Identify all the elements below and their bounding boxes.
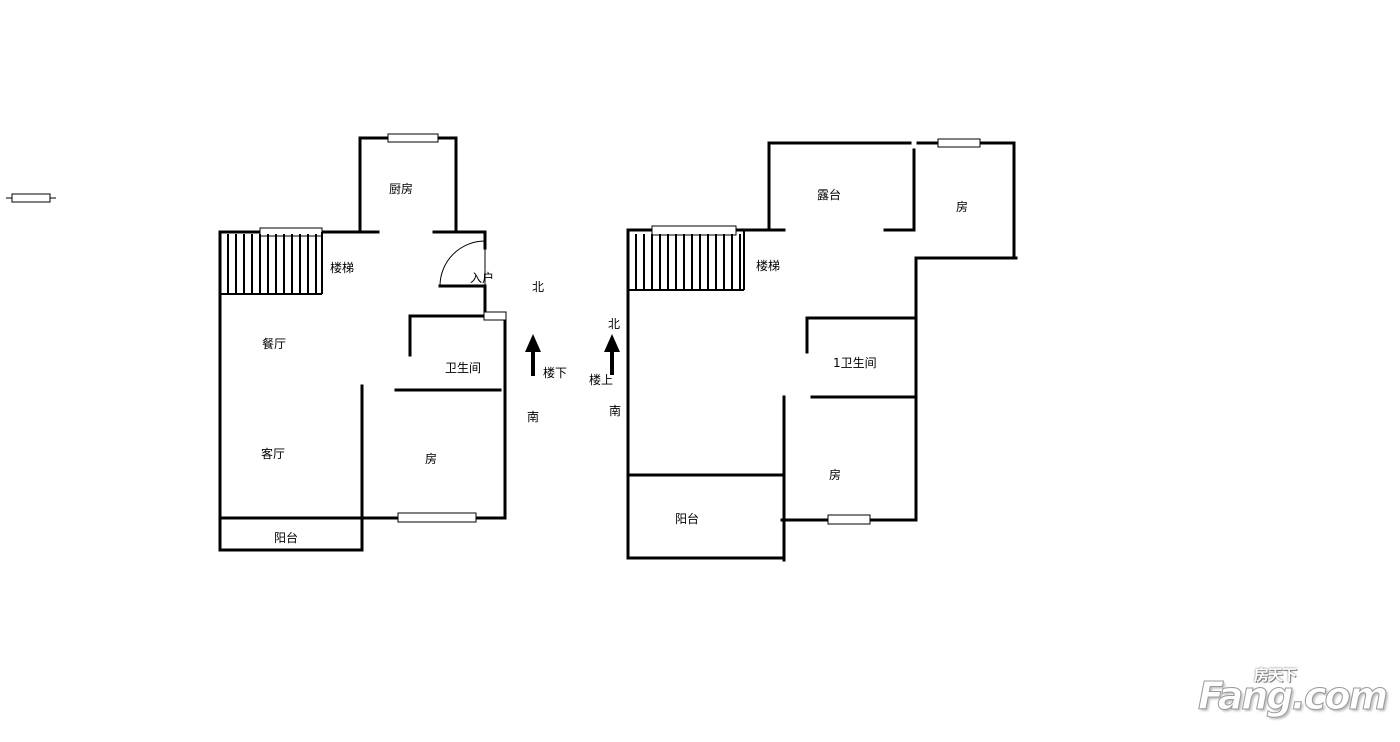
upper-bedroom-north-label: 房: [956, 200, 969, 214]
upper-north-arrow-icon: [604, 334, 620, 375]
lower-entrance-label: 入户: [470, 271, 495, 285]
lower-stairs-label: 楼梯: [330, 261, 355, 275]
window-symbol-stray: [6, 193, 56, 203]
upper-north-label: 北: [608, 317, 621, 331]
lower-floor-stairs: [220, 232, 323, 295]
upper-balcony-label: 阳台: [675, 512, 700, 526]
upper-floor-walls: [626, 141, 1018, 562]
entrance-door-arc: [439, 240, 486, 287]
lower-level-label: 楼下: [543, 366, 568, 380]
upper-bedroom-south-label: 房: [829, 468, 842, 482]
upper-stairs-label: 楼梯: [756, 259, 781, 273]
lower-kitchen-label: 厨房: [389, 182, 414, 196]
lower-bathroom-label: 卫生间: [445, 361, 482, 375]
watermark-chinese-text: 房天下: [1254, 666, 1297, 684]
lower-dining-label: 餐厅: [262, 337, 287, 351]
upper-floor-windows: [651, 138, 981, 525]
lower-south-label: 南: [527, 410, 540, 424]
lower-north-arrow-icon: [525, 334, 541, 376]
upper-floor-stairs: [628, 230, 745, 291]
lower-living-label: 客厅: [261, 447, 286, 461]
upper-bathroom-label: 1卫生间: [833, 356, 877, 370]
lower-north-label: 北: [532, 280, 545, 294]
watermark-latin-text: Fang.com: [1197, 674, 1388, 719]
lower-balcony-label: 阳台: [274, 531, 299, 545]
upper-terrace-label: 露台: [817, 188, 842, 202]
fang-watermark-logo: 房天下 Fang.com: [1197, 664, 1388, 728]
upper-south-label: 南: [609, 404, 622, 418]
upper-level-label: 楼上: [589, 373, 614, 387]
lower-floor-windows: [259, 133, 507, 523]
lower-bedroom-label: 房: [425, 452, 438, 466]
